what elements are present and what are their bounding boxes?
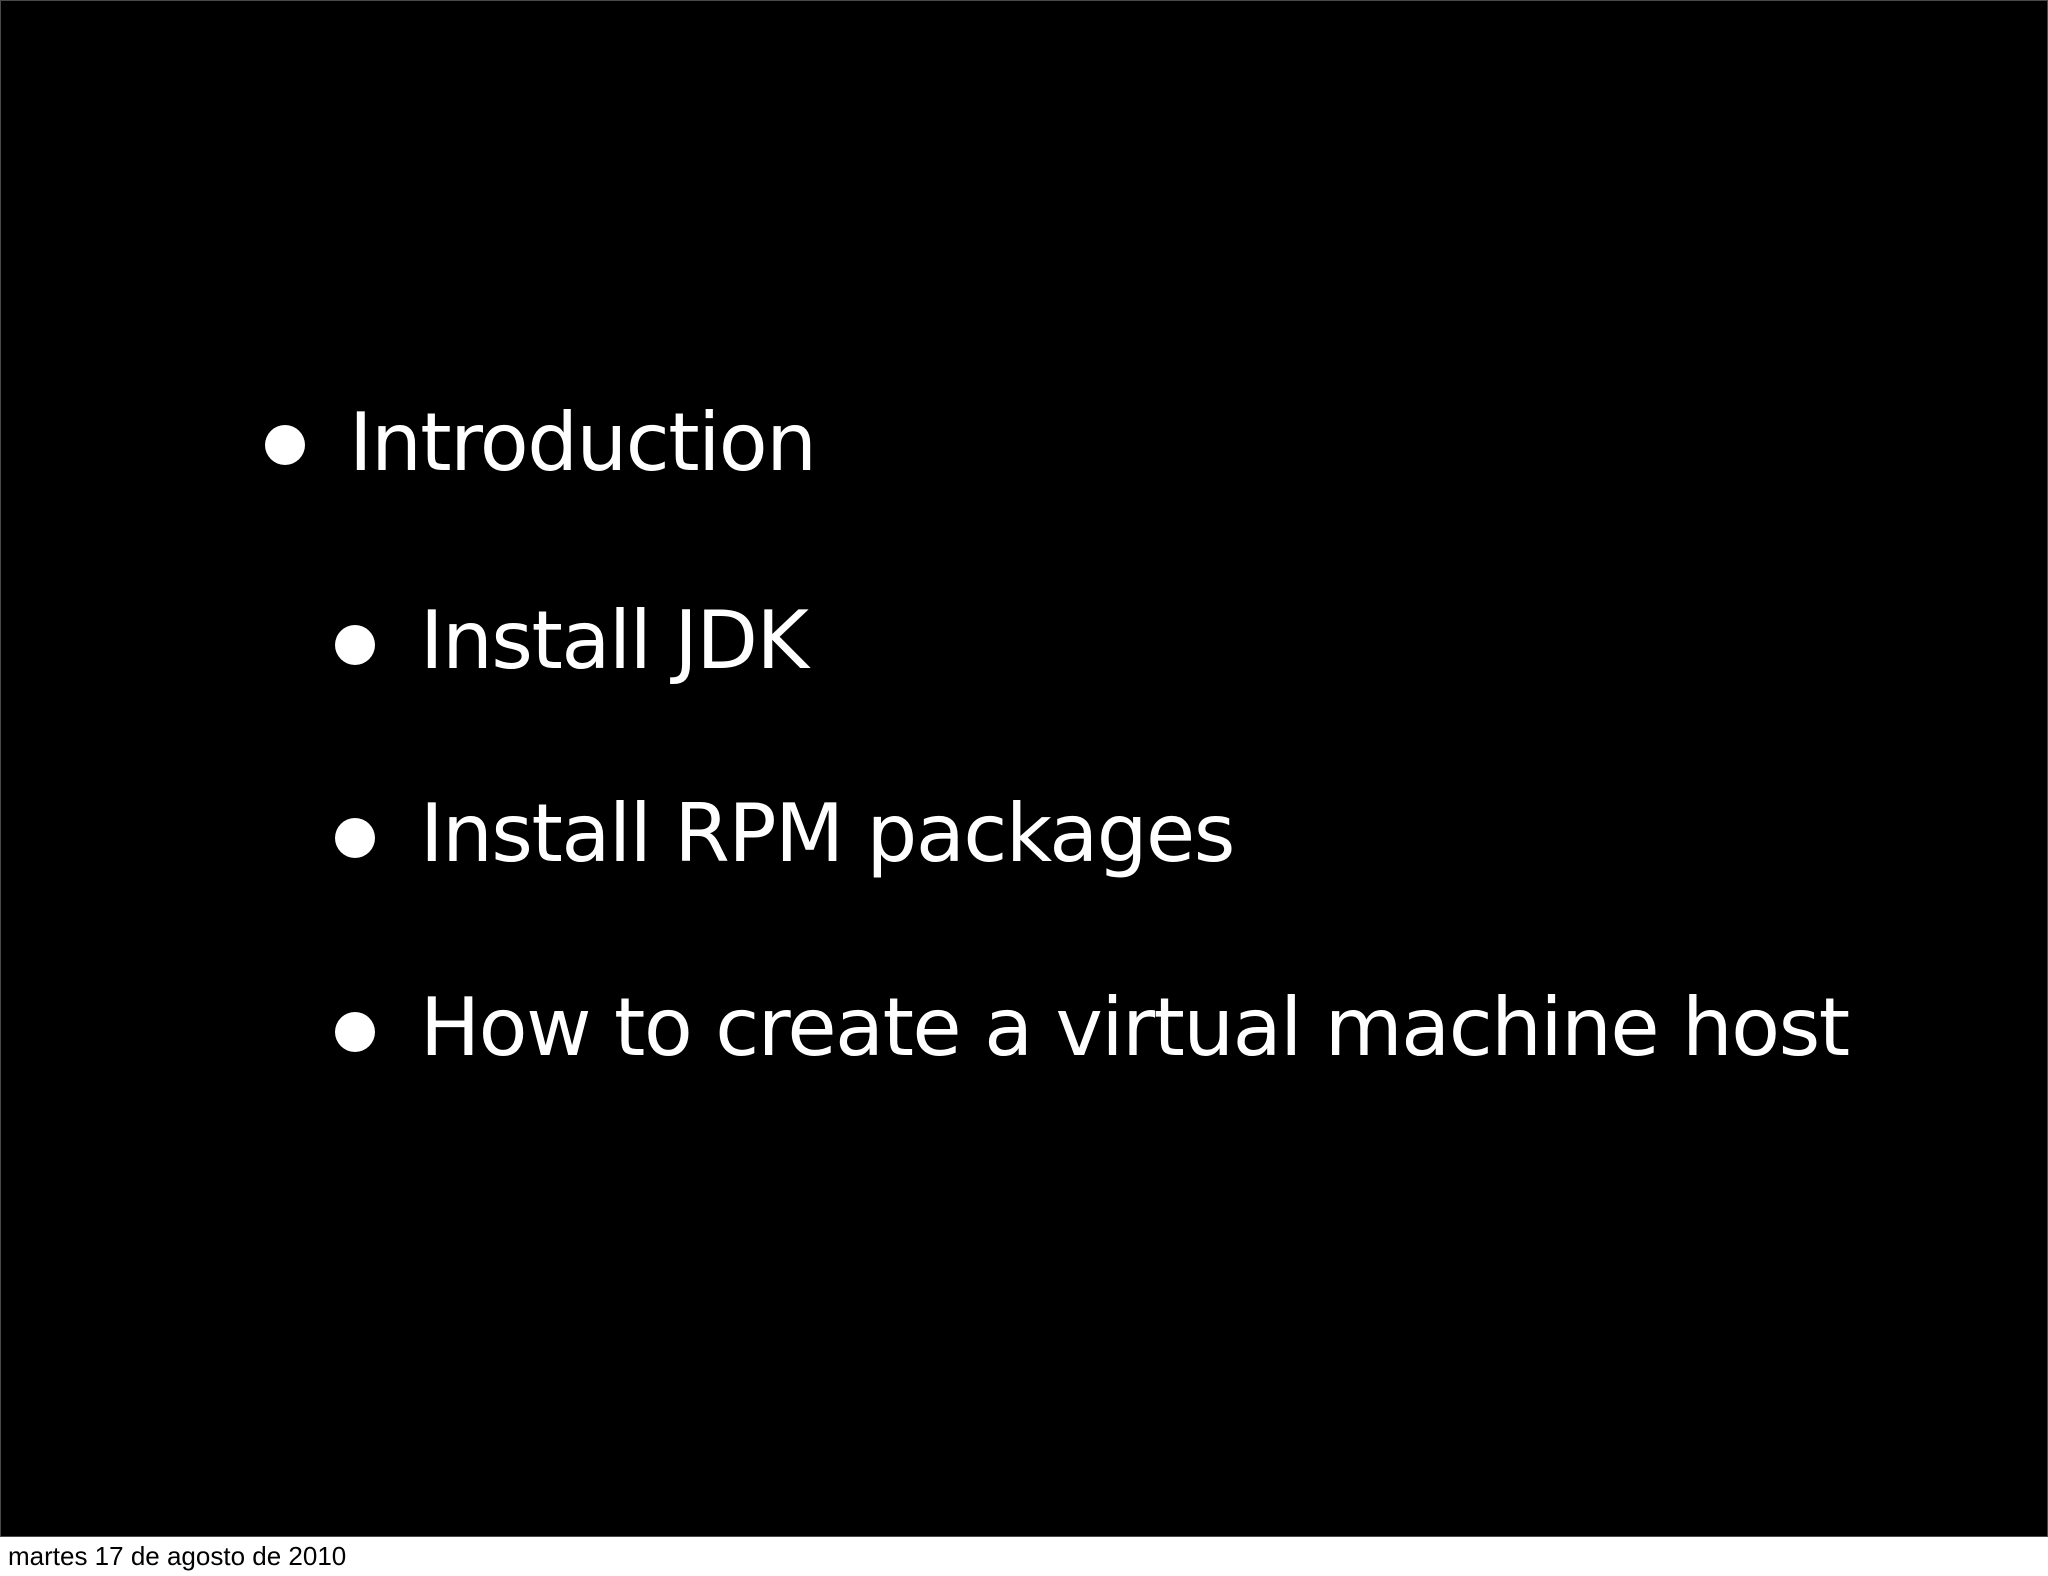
bullet-text: Install JDK xyxy=(420,594,809,687)
bullet-text: How to create a virtual machine host xyxy=(420,981,1850,1074)
bullet-dot-icon xyxy=(335,625,375,665)
bullet-text: Introduction xyxy=(349,396,817,489)
bullet-dot-icon xyxy=(265,425,305,465)
footer-date: martes 17 de agosto de 2010 xyxy=(8,1541,347,1571)
bullet-dot-icon xyxy=(335,818,375,858)
bullet-list: Introduction Install JDK Install RPM pac… xyxy=(1,1,2047,1536)
slide: Introduction Install JDK Install RPM pac… xyxy=(0,0,2048,1537)
bullet-text: Install RPM packages xyxy=(420,787,1235,880)
bullet-dot-icon xyxy=(335,1012,375,1052)
